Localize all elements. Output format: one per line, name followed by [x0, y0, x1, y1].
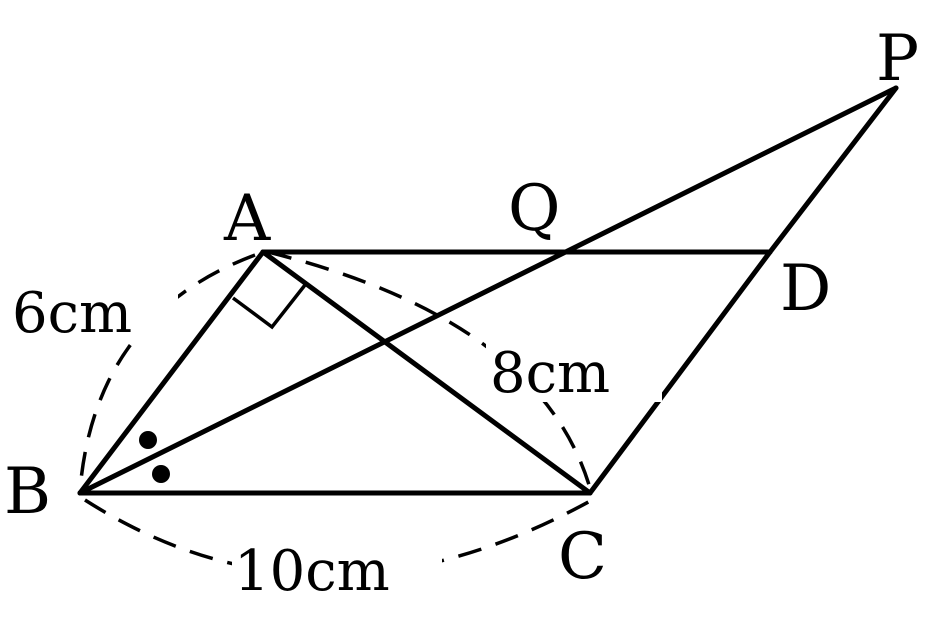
segment-ac: [260, 249, 593, 496]
segment-dp: [767, 85, 899, 255]
angle-dot-lower: [152, 465, 170, 483]
arc-ab: [78, 253, 256, 491]
label-length-ab: 6cm: [12, 281, 132, 346]
label-point-p: P: [876, 22, 919, 96]
angle-dot-upper: [139, 431, 157, 449]
segment-ab: [77, 249, 266, 496]
right-angle-marker: [231, 283, 307, 330]
arc-bc: [84, 498, 593, 577]
segment-bp: [77, 85, 899, 496]
arc-ac: [267, 250, 592, 489]
label-point-b: B: [4, 455, 51, 529]
label-point-q: Q: [508, 172, 560, 246]
label-length-ac: 8cm: [490, 341, 610, 406]
label-point-d: D: [780, 252, 831, 326]
label-point-c: C: [558, 520, 607, 594]
segment-cd: [587, 249, 773, 496]
label-length-bc: 10cm: [234, 539, 390, 604]
label-point-a: A: [223, 182, 271, 256]
